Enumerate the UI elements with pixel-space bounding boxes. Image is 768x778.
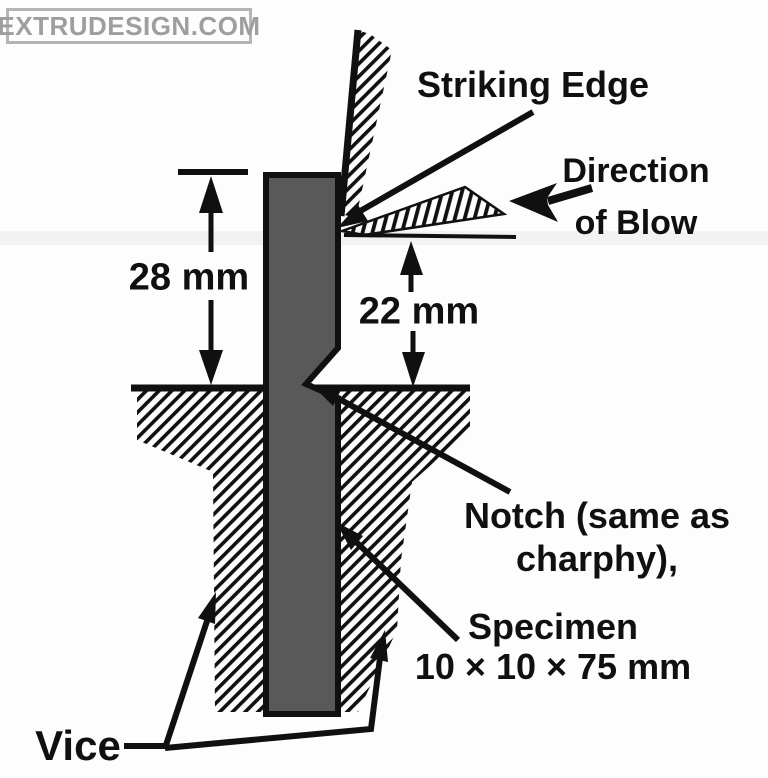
direction-of-blow-line1: Direction <box>562 152 710 190</box>
direction-of-blow-line2: of Blow <box>574 204 698 242</box>
notch-label-line1: Notch (same as <box>463 495 731 536</box>
specimen-label: Specimen 10 × 10 × 75 mm <box>415 607 691 687</box>
watermark-text: EXTRUDESIGN.COM <box>0 10 261 41</box>
dimension-28mm-label: 28 mm <box>128 256 250 299</box>
notch-label: Notch (same as charphy), <box>464 494 730 580</box>
specimen-label-line2: 10 × 10 × 75 mm <box>414 646 692 687</box>
direction-of-blow-label: Direction of Blow <box>562 145 709 249</box>
dimension-22mm-label: 22 mm <box>358 290 480 333</box>
specimen-pointer-arrow <box>336 522 461 643</box>
specimen-bar <box>263 172 341 717</box>
striking-edge-pointer-arrow <box>337 109 535 228</box>
striking-hammer-wedge <box>337 185 517 239</box>
vice-pointer-arrows <box>124 592 388 751</box>
vice-label: Vice <box>35 722 121 769</box>
notch-pointer-arrow <box>311 384 512 495</box>
vice-left-jaw <box>137 390 263 712</box>
scan-artifact-band <box>0 231 768 245</box>
dimension-28mm-arrows <box>178 169 248 385</box>
vice-right-jaw <box>337 390 470 712</box>
specimen-label-line1: Specimen <box>467 606 639 647</box>
direction-of-blow-arrow <box>509 183 594 222</box>
dimension-22mm-arrows <box>400 241 425 387</box>
striking-edge-label: Striking Edge <box>416 64 650 105</box>
notch-label-line2: charphy), <box>515 538 679 579</box>
striking-edge-blade <box>337 29 392 218</box>
extrudesign-watermark: EXTRUDESIGN.COM <box>0 8 260 44</box>
